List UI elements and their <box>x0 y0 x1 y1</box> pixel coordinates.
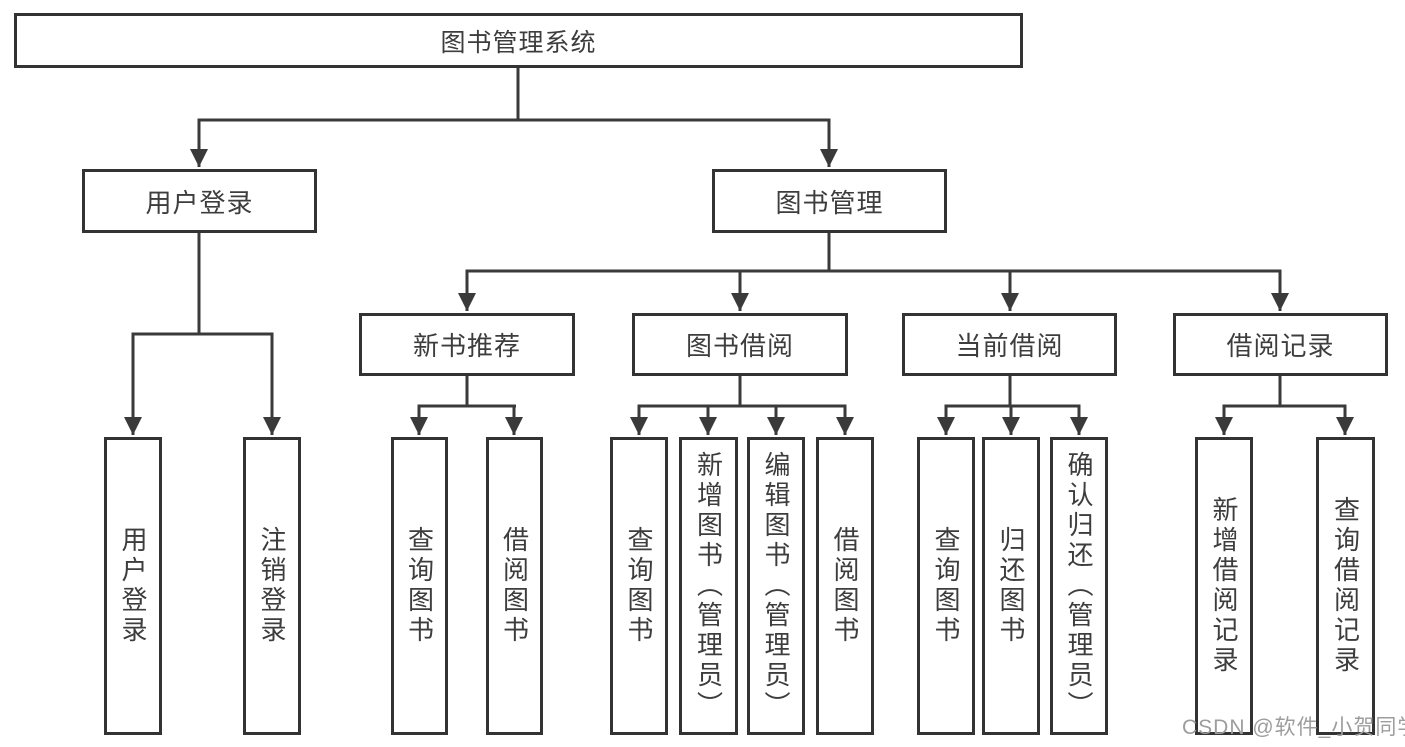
node-leaf-borrow-books-1-label: 借阅图书 <box>499 526 530 646</box>
node-leaf-query-books-2-label: 查询图书 <box>624 526 654 646</box>
node-library-management-system-label: 图书管理系统 <box>440 28 597 57</box>
node-leaf-query-borrow-record-label: 查询借阅记录 <box>1330 496 1361 676</box>
watermark: CSDN @软件_小贺同学 <box>1182 716 1405 739</box>
node-leaf-query-books-3-label: 查询图书 <box>931 526 961 646</box>
node-leaf-confirm-return-admin-label: 确认归还（管理员） <box>1064 451 1094 721</box>
node-leaf-return-books-label: 归还图书 <box>996 526 1026 646</box>
node-leaf-edit-books-admin: 编辑图书（管理员） <box>747 437 805 735</box>
node-borrowing-records: 借阅记录 <box>1173 313 1388 376</box>
node-leaf-query-books-1: 查询图书 <box>391 437 448 735</box>
node-leaf-borrow-books-1: 借阅图书 <box>486 437 543 735</box>
node-leaf-query-borrow-record: 查询借阅记录 <box>1316 437 1375 735</box>
node-user-login: 用户登录 <box>82 169 317 233</box>
node-leaf-user-login-label: 用户登录 <box>118 526 148 646</box>
node-leaf-edit-books-admin-label: 编辑图书（管理员） <box>761 451 791 721</box>
node-leaf-confirm-return-admin: 确认归还（管理员） <box>1050 437 1108 735</box>
node-leaf-return-books: 归还图书 <box>982 437 1040 735</box>
node-new-book-recommendation-label: 新书推荐 <box>412 331 521 361</box>
node-current-borrowing-label: 当前借阅 <box>955 331 1064 361</box>
node-leaf-query-books-1-label: 查询图书 <box>404 526 435 646</box>
node-user-login-label: 用户登录 <box>145 187 254 218</box>
node-leaf-user-login: 用户登录 <box>104 437 162 735</box>
node-library-management-system: 图书管理系统 <box>14 13 1023 68</box>
node-new-book-recommendation: 新书推荐 <box>359 313 575 376</box>
node-book-borrowing: 图书借阅 <box>632 313 848 376</box>
node-leaf-logout-label: 注销登录 <box>257 526 287 646</box>
node-book-management-label: 图书管理 <box>775 187 884 218</box>
node-current-borrowing: 当前借阅 <box>902 313 1117 376</box>
node-borrowing-records-label: 借阅记录 <box>1226 331 1335 361</box>
node-leaf-query-books-2: 查询图书 <box>610 437 668 735</box>
node-book-management: 图书管理 <box>712 169 947 233</box>
node-leaf-borrow-books-2: 借阅图书 <box>816 437 874 735</box>
node-leaf-add-borrow-record: 新增借阅记录 <box>1195 437 1253 735</box>
node-book-borrowing-label: 图书借阅 <box>685 331 794 361</box>
node-leaf-add-borrow-record-label: 新增借阅记录 <box>1209 496 1239 676</box>
node-leaf-add-books-admin-label: 新增图书（管理员） <box>693 451 724 721</box>
node-leaf-borrow-books-2-label: 借阅图书 <box>830 526 860 646</box>
node-leaf-add-books-admin: 新增图书（管理员） <box>679 437 738 735</box>
node-leaf-query-books-3: 查询图书 <box>917 437 975 735</box>
node-leaf-logout: 注销登录 <box>243 437 301 735</box>
